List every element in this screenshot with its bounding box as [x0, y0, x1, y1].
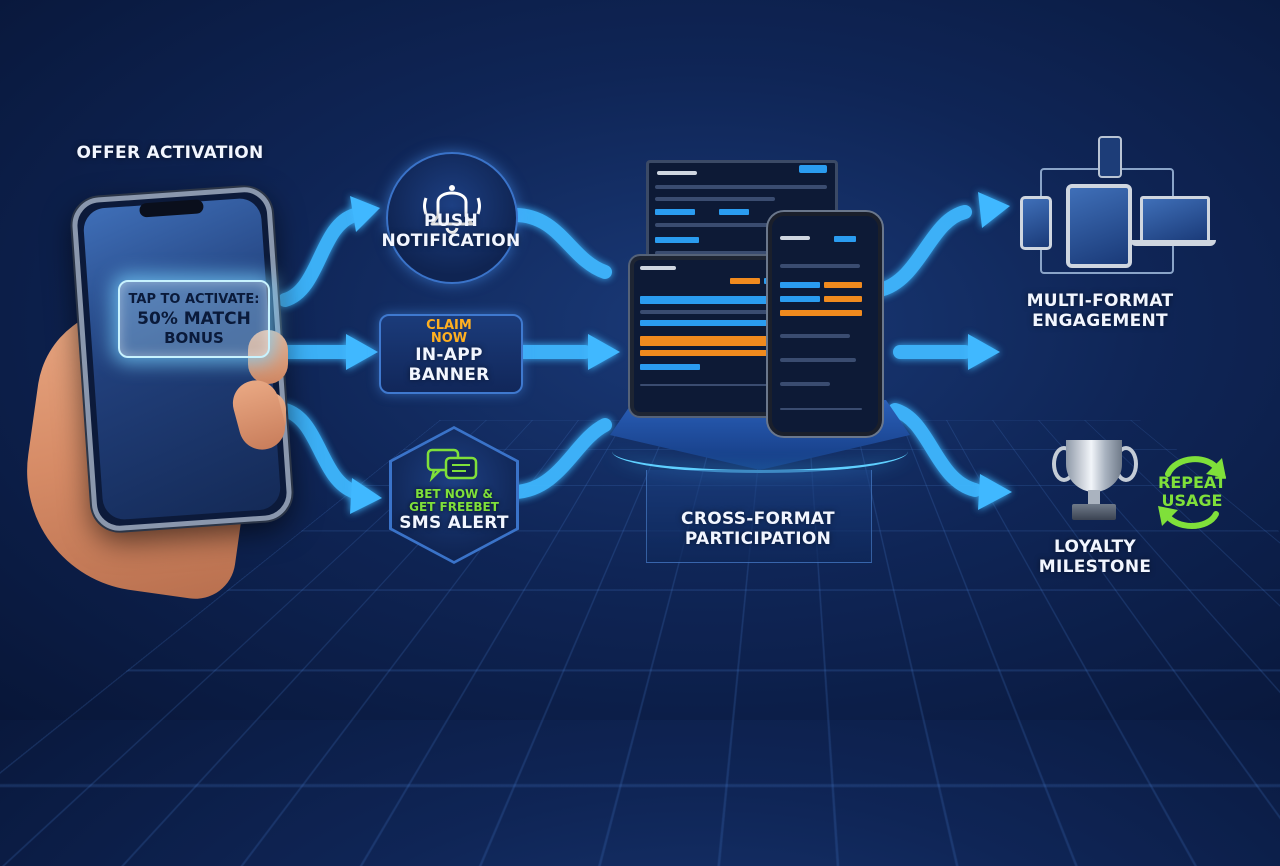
- monitor-odds: [655, 237, 699, 243]
- multi-format-label: MULTI-FORMAT ENGAGEMENT: [1026, 291, 1174, 331]
- arrowhead-multi-mid: [968, 334, 1000, 370]
- arrowhead-multi-top: [978, 192, 1010, 228]
- trophy-icon: [1066, 440, 1122, 492]
- arrow-to-push: [278, 208, 362, 307]
- mobile-odds: [824, 282, 862, 288]
- tablet-row-blue: [640, 296, 784, 304]
- sms-alert-label: SMS ALERT: [399, 513, 509, 533]
- mobile-row: [780, 382, 830, 386]
- arrowhead-push: [350, 196, 380, 232]
- tablet-cta: [730, 278, 760, 284]
- trophy-stem: [1088, 490, 1100, 504]
- tablet-row-orange: [640, 350, 784, 356]
- tap-card-line1: TAP TO ACTIVATE:: [128, 292, 260, 307]
- bell-icon: [423, 185, 481, 234]
- mobile-row: [780, 358, 856, 362]
- monitor-odds: [655, 209, 695, 215]
- arrowhead-loyalty: [978, 474, 1012, 510]
- mobile-logo: [780, 236, 810, 240]
- claim-line1: CLAIM: [426, 318, 472, 333]
- flow-arrows: [278, 192, 1012, 514]
- bet-now-line2: GET FREEBET: [409, 499, 499, 514]
- in-app-banner-label: IN-APP BANNER: [408, 345, 490, 385]
- tap-card-line2: 50% MATCH: [137, 309, 251, 329]
- arrow-to-loyalty: [888, 403, 982, 497]
- offer-activation-title: OFFER ACTIVATION: [76, 143, 264, 163]
- arrowhead-center: [588, 334, 620, 370]
- in-app-banner-node: [379, 314, 523, 394]
- mobile-cta: [780, 310, 862, 316]
- devices-icon: [1098, 136, 1122, 178]
- tablet-row-orange: [640, 336, 784, 346]
- monitor-row: [655, 185, 827, 189]
- laptop-base: [1130, 240, 1216, 246]
- cross-format-label: CROSS-FORMAT PARTICIPATION: [681, 509, 835, 549]
- loyalty-milestone-label: LOYALTY MILESTONE: [1038, 537, 1152, 577]
- participation-panel: [646, 470, 872, 563]
- push-notification-node: [386, 152, 518, 284]
- monitor-button: [799, 165, 827, 173]
- bet-now-badge: BET NOW & GET FREEBET: [389, 488, 519, 513]
- tap-to-activate-card[interactable]: TAP TO ACTIVATE: 50% MATCH BONUS: [118, 280, 270, 358]
- claim-line2: NOW: [430, 331, 468, 346]
- chat-bubbles-icon: [426, 448, 478, 483]
- arrow-push-to-center: [508, 208, 612, 279]
- trophy-base: [1072, 504, 1116, 520]
- arrowhead-sms: [350, 478, 382, 514]
- laptop-icon: [1140, 196, 1210, 244]
- monitor-odds: [719, 209, 749, 215]
- recycle-arrows-icon: [1158, 456, 1226, 529]
- tap-card-line3: BONUS: [164, 329, 224, 347]
- mobile-button: [834, 236, 856, 242]
- mobile-tabbar: [780, 408, 862, 410]
- arrowhead-banner: [346, 334, 378, 370]
- monitor-row: [655, 251, 805, 255]
- monitor-row: [655, 223, 815, 227]
- tablet-row-blue: [640, 320, 784, 326]
- mobile-odds: [824, 296, 862, 302]
- repeat-usage-badge: REPEAT USAGE: [1150, 474, 1234, 509]
- repeat-line1: REPEAT: [1158, 473, 1226, 492]
- claim-now-badge: CLAIM NOW: [379, 319, 519, 345]
- monitor-row: [655, 197, 775, 201]
- arrow-to-multi-top: [873, 205, 972, 297]
- tablet-tabbar: [640, 384, 784, 386]
- bet-now-line1: BET NOW &: [415, 487, 493, 501]
- monitor-logo: [657, 171, 697, 175]
- push-notification-label: PUSH NOTIFICATION: [381, 211, 521, 251]
- tablet-icon: [1066, 184, 1132, 268]
- tablet-logo: [640, 266, 676, 270]
- mobile-device: [768, 212, 882, 436]
- arrow-to-sms: [278, 403, 362, 499]
- platform-glow: [612, 430, 908, 473]
- tablet-row: [640, 310, 784, 314]
- arrow-sms-to-center: [508, 418, 612, 499]
- mobile-odds: [780, 296, 820, 302]
- mobile-row: [780, 264, 860, 268]
- mobile-row: [780, 334, 850, 338]
- repeat-line2: USAGE: [1161, 490, 1223, 510]
- phone-icon: [1020, 196, 1052, 250]
- tablet-row-blue: [640, 364, 700, 370]
- mobile-odds: [780, 282, 820, 288]
